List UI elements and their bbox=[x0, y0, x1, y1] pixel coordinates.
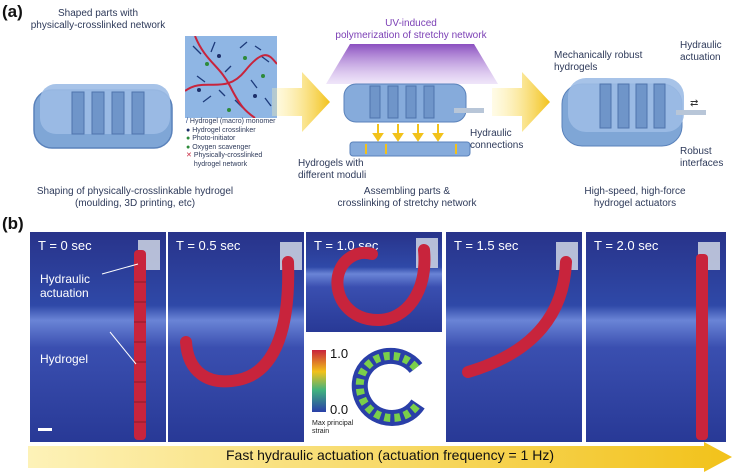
frame-time-label: T = 1.5 sec bbox=[454, 238, 519, 253]
caption-assembling: Assembling parts & crosslinking of stret… bbox=[337, 186, 477, 209]
panel-a-tag: (a) bbox=[2, 2, 23, 21]
robust-interfaces-label: Robust interfaces bbox=[680, 146, 724, 169]
actuator-ring bbox=[331, 238, 438, 327]
strain-inset: 1.0 0.0 Max principal strain bbox=[306, 338, 442, 442]
process-arrow-2 bbox=[492, 72, 550, 132]
frame-time-label: T = 0.5 sec bbox=[176, 238, 241, 253]
legend-item-monomer: / Hydrogel (macro) monomer bbox=[186, 118, 276, 125]
actuator-returning bbox=[462, 242, 578, 378]
frame-t15: T = 1.5 sec bbox=[446, 232, 582, 442]
strain-colorbar bbox=[312, 347, 425, 427]
legend-item-physical-network: ✕ Physically-crosslinked hydrogel networ… bbox=[186, 152, 263, 168]
uv-label: UV-induced polymerization of stretchy ne… bbox=[335, 18, 487, 41]
caption-actuators: High-speed, high-force hydrogel actuator… bbox=[584, 186, 686, 209]
legend-item-oxygen-scavenger: ● Oxygen scavenger bbox=[186, 143, 251, 151]
actuator-curved bbox=[180, 242, 302, 388]
hydraulic-actuation-b-label: Hydraulic actuation bbox=[40, 272, 91, 300]
hydraulic-actuation-a-label: Hydraulic actuation bbox=[680, 40, 722, 63]
panel-b-tag: (b) bbox=[2, 214, 24, 233]
colorbar-max: 1.0 bbox=[330, 346, 349, 361]
frame-t10: T = 1.0 sec bbox=[306, 232, 442, 332]
frame-t0: T = 0 sec Hydraulic actuation Hydrogel bbox=[30, 232, 166, 442]
actuator-straight-end bbox=[696, 242, 720, 440]
mech-robust-label: Mechanically robust hydrogels bbox=[554, 50, 643, 73]
frame-t05: T = 0.5 sec bbox=[168, 232, 304, 442]
legend-item-photoinitiator: ● Photo-initiator bbox=[186, 135, 236, 142]
hydrogel-label: Hydrogel bbox=[40, 352, 89, 366]
timeline-arrow-label: Fast hydraulic actuation (actuation freq… bbox=[225, 447, 554, 463]
colorbar-label: Max principal strain bbox=[312, 420, 354, 435]
assembly-parts bbox=[343, 83, 484, 157]
final-actuator: ⇄ bbox=[561, 78, 706, 147]
network-inset bbox=[185, 36, 277, 118]
process-arrow-1 bbox=[272, 72, 330, 132]
uv-beam bbox=[326, 44, 498, 84]
legend-item-crosslinker: ● Hydrogel crosslinker bbox=[186, 126, 256, 134]
actuator-straight bbox=[38, 240, 160, 440]
caption-shaping: Shaping of physically-crosslinkable hydr… bbox=[36, 186, 234, 209]
hydraulic-connections-label: Hydraulic connections bbox=[470, 128, 524, 151]
timeline-arrow bbox=[28, 442, 732, 472]
network-legend: / Hydrogel (macro) monomer ● Hydrogel cr… bbox=[186, 118, 306, 169]
svg-text:⇄: ⇄ bbox=[690, 98, 698, 109]
shaped-gel-block bbox=[33, 84, 173, 149]
colorbar-min: 0.0 bbox=[330, 402, 349, 417]
frame-time-label: T = 2.0 sec bbox=[594, 238, 659, 253]
hydrogels-moduli-label: Hydrogels with different moduli bbox=[298, 158, 367, 181]
frame-t20: T = 2.0 sec bbox=[586, 232, 726, 442]
frame-time-label: T = 0 sec bbox=[38, 238, 92, 253]
shaped-parts-label: Shaped parts with physically-crosslinked… bbox=[30, 8, 166, 31]
